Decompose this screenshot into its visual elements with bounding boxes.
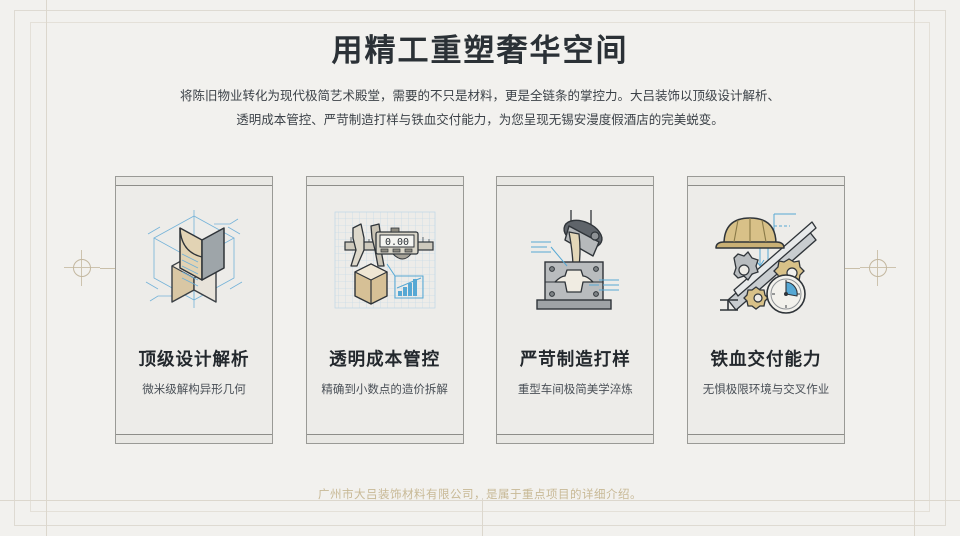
card-top-bar (687, 177, 844, 186)
card-top-bar (116, 177, 272, 186)
card-bottom-bar (497, 434, 654, 443)
card-bottom-bar (687, 434, 844, 443)
card-bottom-bar (116, 434, 272, 443)
feature-card-desc: 重型车间极简美学淬炼 (517, 384, 633, 396)
card-top-bar (306, 177, 463, 186)
page-subtitle: 将陈旧物业转化为现代极简艺术殿堂，需要的不只是材料，更是全链条的掌控力。大吕装饰… (130, 84, 830, 133)
frame-guide-center-bottom (482, 498, 483, 536)
crosshair-target-icon-left (62, 248, 102, 288)
page-subtitle-line-2: 透明成本管控、严苛制造打样与铁血交付能力，为您呈现无锡安漫度假酒店的完美蜕变。 (236, 113, 724, 128)
feature-card-title: 顶级设计解析 (138, 349, 250, 369)
feature-card-design-analysis[interactable]: 顶级设计解析 微米级解构异形几何 (115, 176, 273, 444)
footer-note: 广州市大吕装饰材料有限公司，是属于重点项目的详细介绍。 (318, 489, 642, 501)
digital-caliper-measuring-icon: 0.00 (330, 200, 440, 320)
feature-card-desc: 精确到小数点的造价拆解 (321, 384, 448, 396)
page-subtitle-line-1: 将陈旧物业转化为现代极简艺术殿堂，需要的不只是材料，更是全链条的掌控力。大吕装饰… (179, 89, 780, 104)
hardhat-steelbeam-gears-clock-icon (711, 200, 821, 320)
feature-card-desc: 微米级解构异形几何 (142, 384, 246, 396)
card-bottom-bar (306, 434, 463, 443)
feature-card-desc: 无惧极限环境与交叉作业 (702, 384, 830, 396)
feature-card-delivery[interactable]: 铁血交付能力 无惧极限环境与交叉作业 (686, 176, 845, 444)
feature-card-title: 透明成本管控 (329, 349, 441, 369)
foundry-ladle-pouring-mold-icon (520, 200, 630, 320)
header: 用精工重塑奢华空间 将陈旧物业转化为现代极简艺术殿堂，需要的不只是材料，更是全链… (0, 33, 960, 133)
feature-card-cost-control[interactable]: 0.00 透明成本管控 精确到小数点的造价拆解 (305, 176, 464, 444)
feature-card-manufacturing[interactable]: 严苛制造打样 重型车间极简美学淬炼 (496, 176, 655, 444)
feature-card-list: 顶级设计解析 微米级解构异形几何 (115, 176, 845, 444)
feature-card-title: 铁血交付能力 (710, 349, 822, 369)
page-title: 用精工重塑奢华空间 (331, 33, 629, 68)
card-top-bar (497, 177, 654, 186)
isometric-building-blueprint-icon (139, 200, 249, 320)
caliper-display-value: 0.00 (385, 237, 409, 248)
crosshair-target-icon-right (858, 248, 898, 288)
feature-card-title: 严苛制造打样 (519, 349, 631, 369)
